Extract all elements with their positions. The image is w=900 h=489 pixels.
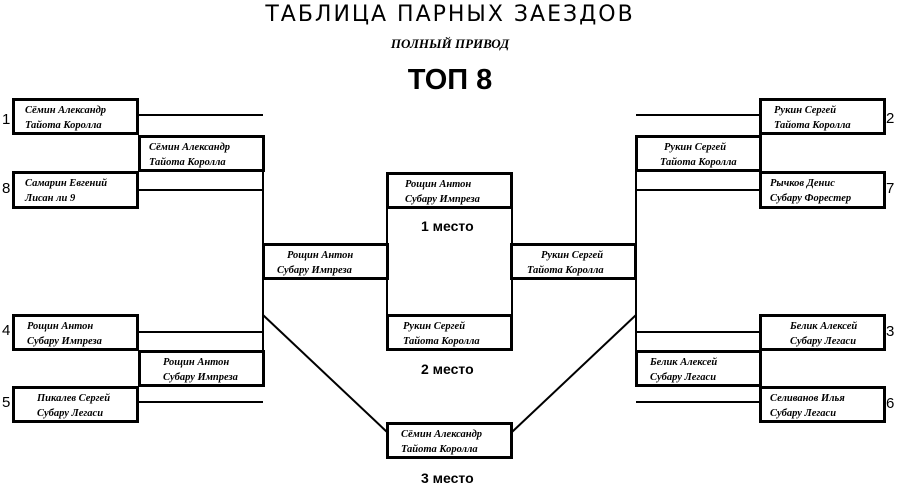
left-r1-slot-1: Сёмин Александр Тайота Королла [12,98,139,135]
right-qf-slot-2: Белик Алексей Субару Легаси [635,350,762,387]
car-name: Субару Легаси [650,372,717,383]
driver-name: Рукин Сергей [541,250,604,261]
driver-name: Рощин Антон [287,250,354,261]
driver-name: Рощин Антон [405,179,472,190]
car-name: Тайота Королла [660,157,737,168]
car-name: Тайота Королла [149,157,226,168]
car-name: Тайота Королла [25,120,102,131]
seed-number: 3 [886,323,895,340]
stage-title: ТОП 8 [407,64,493,96]
seed-number: 7 [886,180,895,197]
left-qf-slot-2: Рощин Антон Субару Импреза [138,350,265,387]
driver-name: Самарин Евгений [25,178,108,189]
seed-number: 1 [2,111,11,128]
car-name: Субару Легаси [790,336,857,347]
second-place-label: 2 место [421,361,474,377]
car-name: Субару Импреза [277,265,352,276]
driver-name: Рукин Сергей [664,142,727,153]
driver-name: Рощин Антон [27,321,94,332]
right-r1-slot-1: Рукин Сергей Тайота Королла [759,98,886,135]
driver-name: Рукин Сергей [403,321,466,332]
right-r1-slot-3: Белик Алексей Субару Легаси [759,314,886,351]
car-name: Субару Легаси [770,408,837,419]
left-r1-slot-3: Рощин Антон Субару Импреза [12,314,139,351]
driver-name: Белик Алексей [650,357,718,368]
right-sf-slot: Рукин Сергей Тайота Королла [510,243,637,280]
car-name: Тайота Королла [774,120,851,131]
driver-name: Рощин Антон [163,357,230,368]
car-name: Субару Импреза [405,194,480,205]
driver-name: Селиванов Илья [770,393,845,404]
left-r1-slot-2: Самарин Евгений Лисан ли 9 [12,171,139,209]
car-name: Субару Импреза [27,336,102,347]
driver-name: Рычков Денис [770,178,835,189]
car-name: Субару Форестер [770,193,852,204]
car-name: Тайота Королла [403,336,480,347]
car-name: Тайота Королла [401,444,478,455]
seed-number: 6 [886,395,895,412]
first-place-label: 1 место [421,218,474,234]
right-qf-slot-1: Рукин Сергей Тайота Королла [635,135,762,172]
car-name: Субару Импреза [163,372,238,383]
driver-name: Рукин Сергей [774,105,837,116]
driver-name: Пикалев Сергей [37,393,111,404]
car-name: Лисан ли 9 [25,193,76,204]
left-r1-slot-4: Пикалев Сергей Субару Легаси [12,386,139,423]
first-place-slot: Рощин Антон Субару Импреза [386,172,513,209]
seed-number: 5 [2,394,11,411]
driver-name: Сёмин Александр [25,105,107,116]
car-name: Тайота Королла [527,265,604,276]
left-qf-slot-1: Сёмин Александр Тайота Королла [138,135,265,172]
seed-number: 8 [2,180,11,197]
car-name: Субару Легаси [37,408,104,419]
right-r1-slot-4: Селиванов Илья Субару Легаси [759,386,886,423]
third-place-label: 3 место [421,470,474,486]
driver-name: Белик Алексей [790,321,858,332]
third-place-slot: Сёмин Александр Тайота Королла [386,422,513,459]
main-title: ТАБЛИЦА ПАРНЫХ ЗАЕЗДОВ [265,2,635,27]
left-sf-slot: Рощин Антон Субару Импреза [262,243,389,280]
driver-name: Сёмин Александр [401,429,483,440]
seed-number: 4 [2,322,11,339]
seed-number: 2 [886,110,895,127]
driver-name: Сёмин Александр [149,142,231,153]
right-r1-slot-2: Рычков Денис Субару Форестер [759,171,886,209]
subtitle: ПОЛНЫЙ ПРИВОД [390,36,510,51]
second-place-slot: Рукин Сергей Тайота Королла [386,314,513,351]
